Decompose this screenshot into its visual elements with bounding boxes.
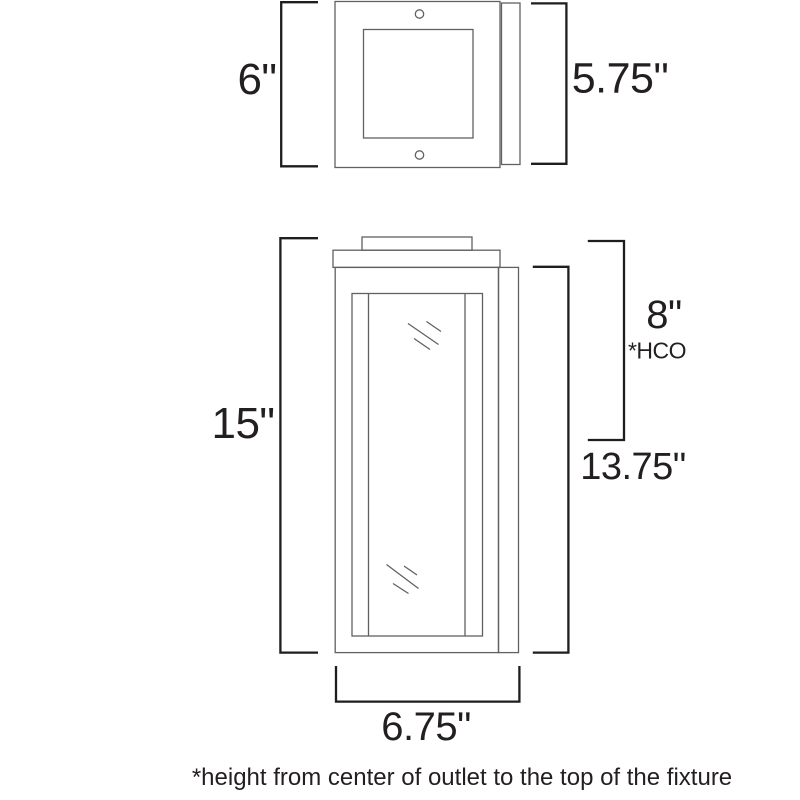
dim-label-hco: 8" <box>646 293 682 337</box>
body-height-bracket <box>532 265 570 654</box>
glass-reflection-bottom <box>386 563 419 595</box>
front-view-glass-frame-outline <box>351 292 484 637</box>
dim-label-backplate-height: 5.75" <box>571 54 669 103</box>
dim-label-top-view-height: 6" <box>237 55 277 104</box>
mounting-hole-top <box>414 9 425 19</box>
mounting-hole-bottom <box>414 150 425 160</box>
top-view-height-bracket <box>280 1 318 168</box>
top-view-lens-opening-outline <box>362 28 474 139</box>
front-view-drawing <box>279 236 626 703</box>
overall-height-bracket <box>279 237 318 654</box>
front-view-crown-outline <box>332 249 501 269</box>
dim-label-overall-height: 15" <box>211 399 275 448</box>
front-view-backplate-outline <box>497 266 520 654</box>
top-view-drawing <box>280 0 568 169</box>
hco-note: *HCO <box>627 337 687 364</box>
glass-reflection-top <box>407 320 442 351</box>
footnote: *height from center of outlet to the top… <box>191 764 733 791</box>
top-view-backplate-outline <box>500 2 521 166</box>
dim-label-body-height: 13.75" <box>580 446 686 488</box>
top-view-body-outline <box>334 0 501 169</box>
overall-width-bracket <box>334 666 521 703</box>
front-view-cap-outline <box>361 236 473 251</box>
hco-bracket <box>587 239 626 442</box>
front-view-body-outline <box>334 266 500 654</box>
top-view-backplate-height-bracket <box>531 2 568 165</box>
dim-label-overall-width: 6.75" <box>381 705 471 749</box>
